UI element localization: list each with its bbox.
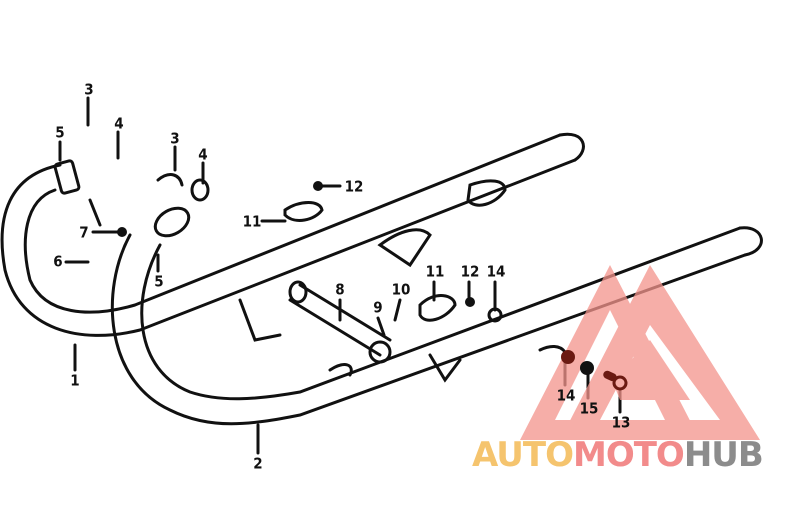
callout-2: 2: [253, 454, 263, 473]
callout-12: 12: [344, 177, 364, 196]
callout-5: 5: [55, 123, 65, 142]
callout-1: 1: [70, 371, 80, 390]
callout-8: 8: [335, 280, 345, 299]
watermark-moto: MOTO: [572, 435, 685, 475]
callout-15: 15: [579, 399, 599, 418]
automotohub-logo: [520, 265, 760, 440]
watermark-hub: HUB: [683, 435, 764, 475]
watermark-text: AUTOMOTOHUB: [472, 435, 764, 475]
callout-4: 4: [114, 114, 124, 133]
exhaust-pipe-2: [110, 233, 747, 426]
callout-7: 7: [79, 223, 89, 242]
callout-9: 9: [373, 298, 383, 317]
muffler-1-end: [558, 132, 585, 162]
exhaust-pipe-1: [0, 158, 577, 337]
callout-14: 14: [486, 262, 506, 281]
callout-13: 13: [611, 413, 631, 432]
callout-6: 6: [53, 252, 63, 271]
callout-11: 11: [425, 262, 445, 281]
muffler-2-end: [738, 226, 763, 257]
exhaust-pipe-1-inner: [23, 133, 562, 314]
callout-10: 10: [391, 280, 411, 299]
watermark-auto: AUTO: [472, 435, 574, 475]
callout-12: 12: [460, 262, 480, 281]
callout-4: 4: [198, 145, 208, 164]
exhaust-pipe-2-inner: [140, 226, 742, 401]
callout-5: 5: [154, 272, 164, 291]
callout-3: 3: [170, 129, 180, 148]
callout-14: 14: [556, 386, 576, 405]
callout-3: 3: [84, 80, 94, 99]
callout-11: 11: [242, 212, 262, 231]
